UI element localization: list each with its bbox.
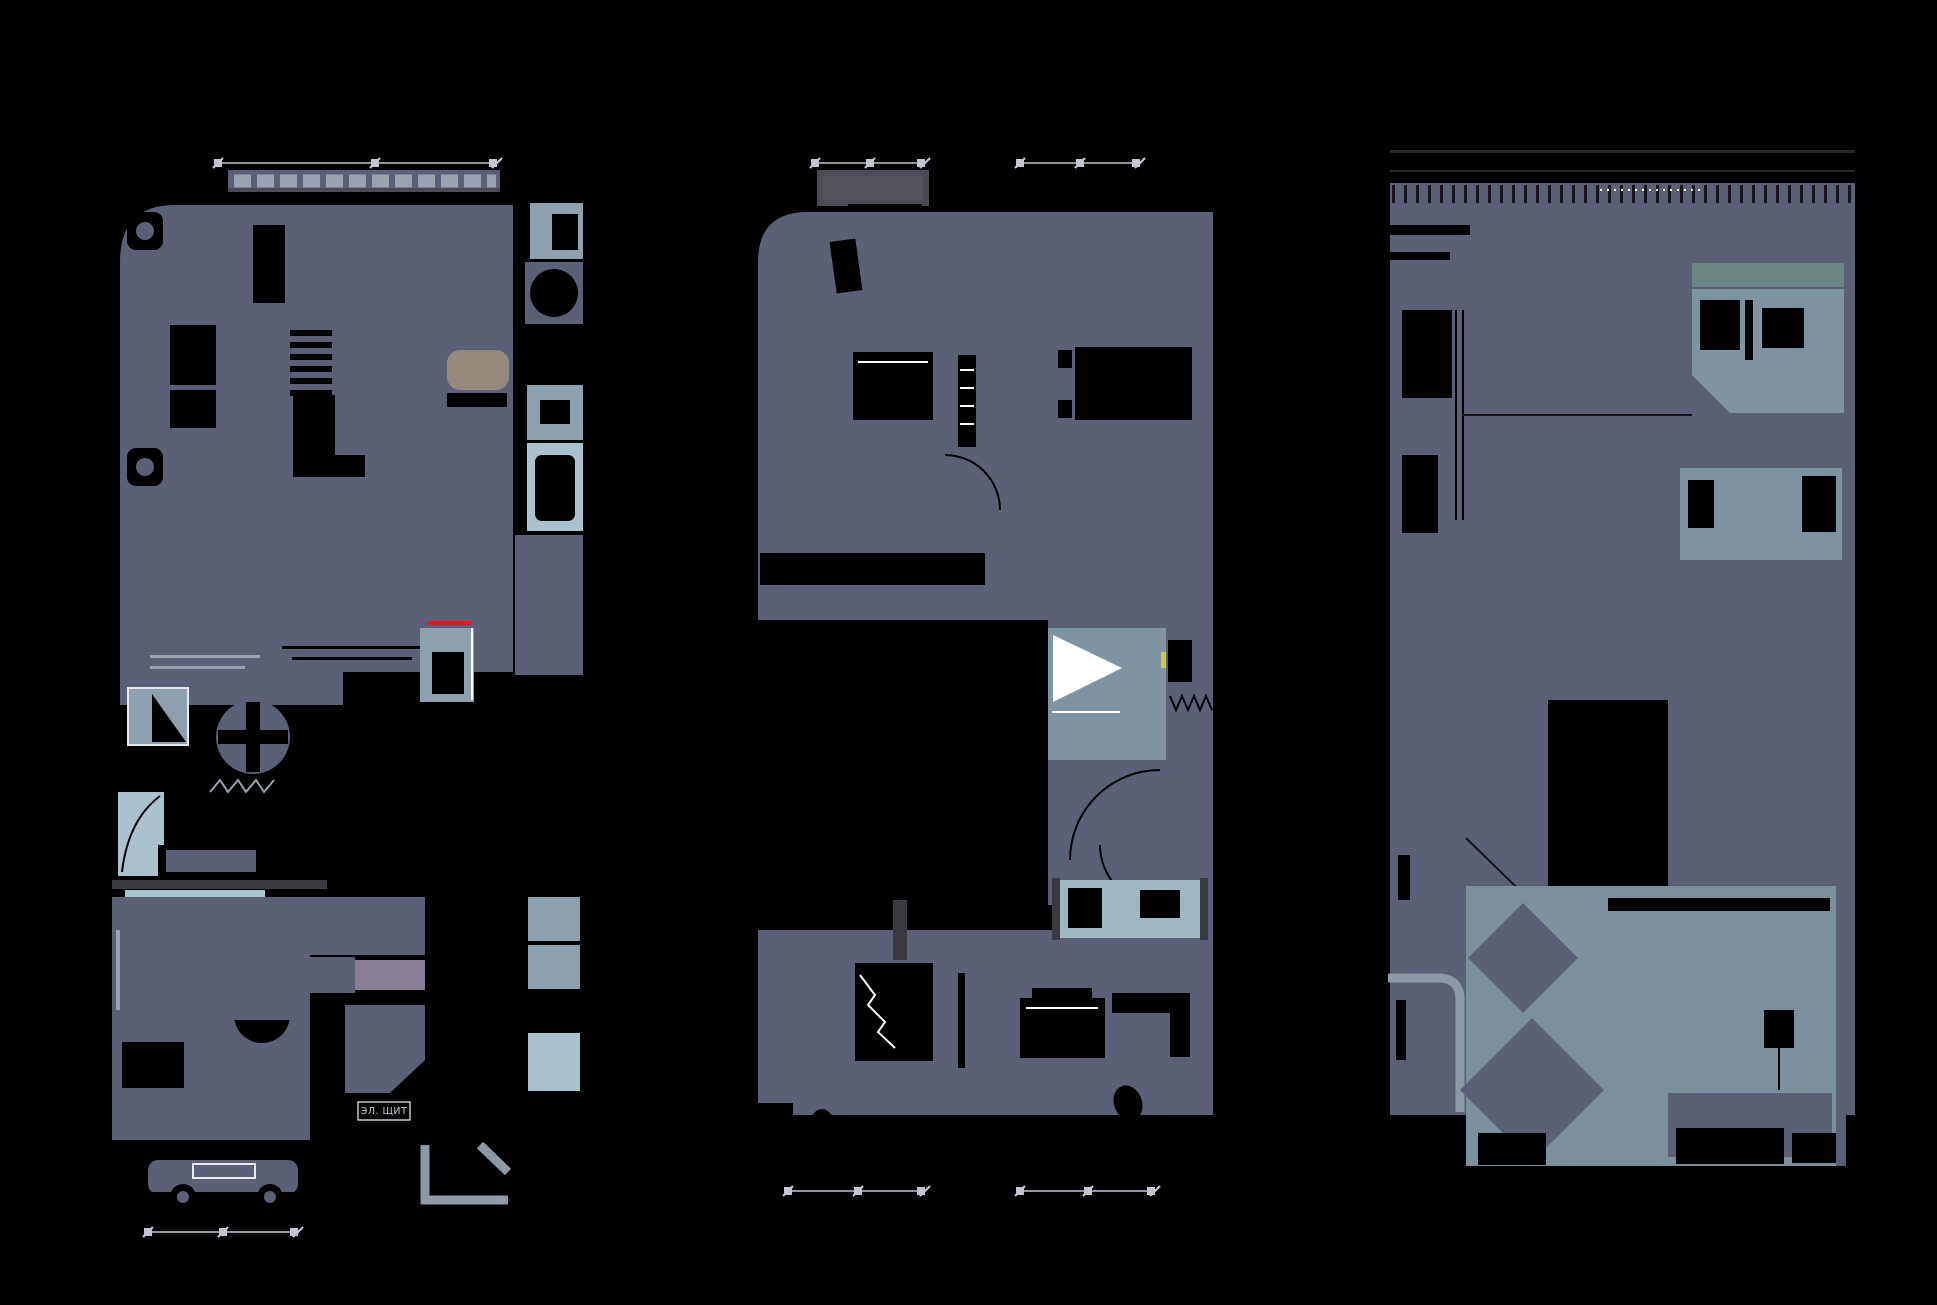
bathtub-room bbox=[527, 443, 583, 531]
right-floor-plan bbox=[1388, 150, 1855, 1166]
window-sill-right bbox=[1050, 204, 1122, 211]
lower-room-furniture bbox=[116, 930, 292, 1088]
door-swing-upper bbox=[944, 454, 1001, 511]
shelf-strip bbox=[1398, 855, 1410, 900]
bathroom-top-right bbox=[1692, 263, 1844, 413]
kitchen-island bbox=[293, 395, 365, 477]
door-swing-lower bbox=[1069, 769, 1161, 861]
window-sill-left bbox=[848, 204, 922, 211]
dimension-line-top bbox=[212, 157, 503, 169]
roof-line-1 bbox=[1390, 150, 1855, 153]
hatched-wall bbox=[1390, 183, 1855, 205]
laundry-column bbox=[528, 897, 580, 1115]
fan-room bbox=[525, 262, 583, 324]
lower-corridor bbox=[345, 1005, 425, 1093]
left-closets bbox=[1402, 310, 1464, 533]
void-band bbox=[930, 905, 1060, 930]
electrical-panel-box: ЭЛ. ЩИТ bbox=[357, 1101, 411, 1121]
mirror bbox=[958, 973, 965, 1068]
step-mark-1 bbox=[1390, 225, 1470, 235]
sofa bbox=[447, 350, 509, 407]
dimension-line-top bbox=[809, 157, 1146, 169]
dimension-line-bottom bbox=[142, 1226, 304, 1238]
annotation-marks bbox=[150, 646, 422, 669]
lower-slab-strip2 bbox=[310, 957, 355, 993]
wardrobe bbox=[855, 963, 933, 1061]
radiator-bottom bbox=[835, 1150, 905, 1157]
closet-strip bbox=[1396, 1000, 1406, 1060]
dimension-line-bottom bbox=[782, 1185, 1161, 1197]
deck-railing bbox=[228, 170, 500, 192]
party-wall bbox=[112, 880, 327, 889]
floor-opening bbox=[1548, 700, 1668, 912]
lower-slab-strip bbox=[310, 897, 425, 955]
closet-bottom-left bbox=[753, 1103, 793, 1150]
lower-slab bbox=[758, 930, 1213, 1115]
radiator bbox=[209, 778, 275, 794]
cross-wall bbox=[893, 900, 907, 960]
bed-headboard bbox=[355, 960, 425, 990]
pool-room bbox=[1460, 886, 1846, 1166]
step-mark-2 bbox=[1390, 252, 1450, 260]
stair-column bbox=[958, 355, 976, 447]
red-accent-line bbox=[427, 621, 471, 625]
armchair-mid-left bbox=[127, 448, 163, 486]
central-bathroom bbox=[1048, 628, 1213, 760]
bathroom-lower-section bbox=[1052, 878, 1208, 940]
utility-room bbox=[1680, 468, 1842, 560]
stairs bbox=[253, 225, 332, 396]
balcony bbox=[817, 170, 929, 206]
middle-floor-plan bbox=[753, 157, 1213, 1197]
electrical-panel-label: ЭЛ. ЩИТ bbox=[361, 1106, 408, 1117]
chair-bottom-left bbox=[811, 1109, 833, 1135]
window-strip bbox=[125, 890, 265, 897]
floor-opening bbox=[758, 620, 1048, 930]
tv-unit bbox=[829, 238, 863, 294]
bed-upper-left bbox=[853, 352, 933, 420]
dining-table bbox=[170, 325, 216, 428]
wc-mid-right bbox=[527, 385, 583, 440]
kitchen-counter-band bbox=[760, 553, 985, 585]
corner-wardrobe bbox=[118, 792, 164, 876]
roof-line-2 bbox=[1390, 170, 1855, 172]
car bbox=[148, 1160, 298, 1210]
left-floor-plan: ЭЛ. ЩИТ bbox=[112, 157, 583, 1238]
shower-room bbox=[127, 687, 189, 746]
counter-bottom bbox=[310, 993, 425, 1005]
bed-upper-right bbox=[1058, 347, 1192, 420]
outlined-room bbox=[1388, 973, 1465, 1112]
bed-left bbox=[158, 845, 290, 877]
desk bbox=[1112, 993, 1190, 1057]
round-table bbox=[216, 700, 290, 774]
bathroom-top-right bbox=[530, 203, 583, 259]
lounge-chair-room bbox=[420, 628, 474, 702]
armchair-top-left bbox=[127, 212, 163, 250]
deck-outline bbox=[420, 1141, 512, 1205]
bed-lower bbox=[1020, 988, 1105, 1058]
desk-chair bbox=[1113, 1085, 1143, 1121]
corridor-right bbox=[515, 535, 583, 675]
